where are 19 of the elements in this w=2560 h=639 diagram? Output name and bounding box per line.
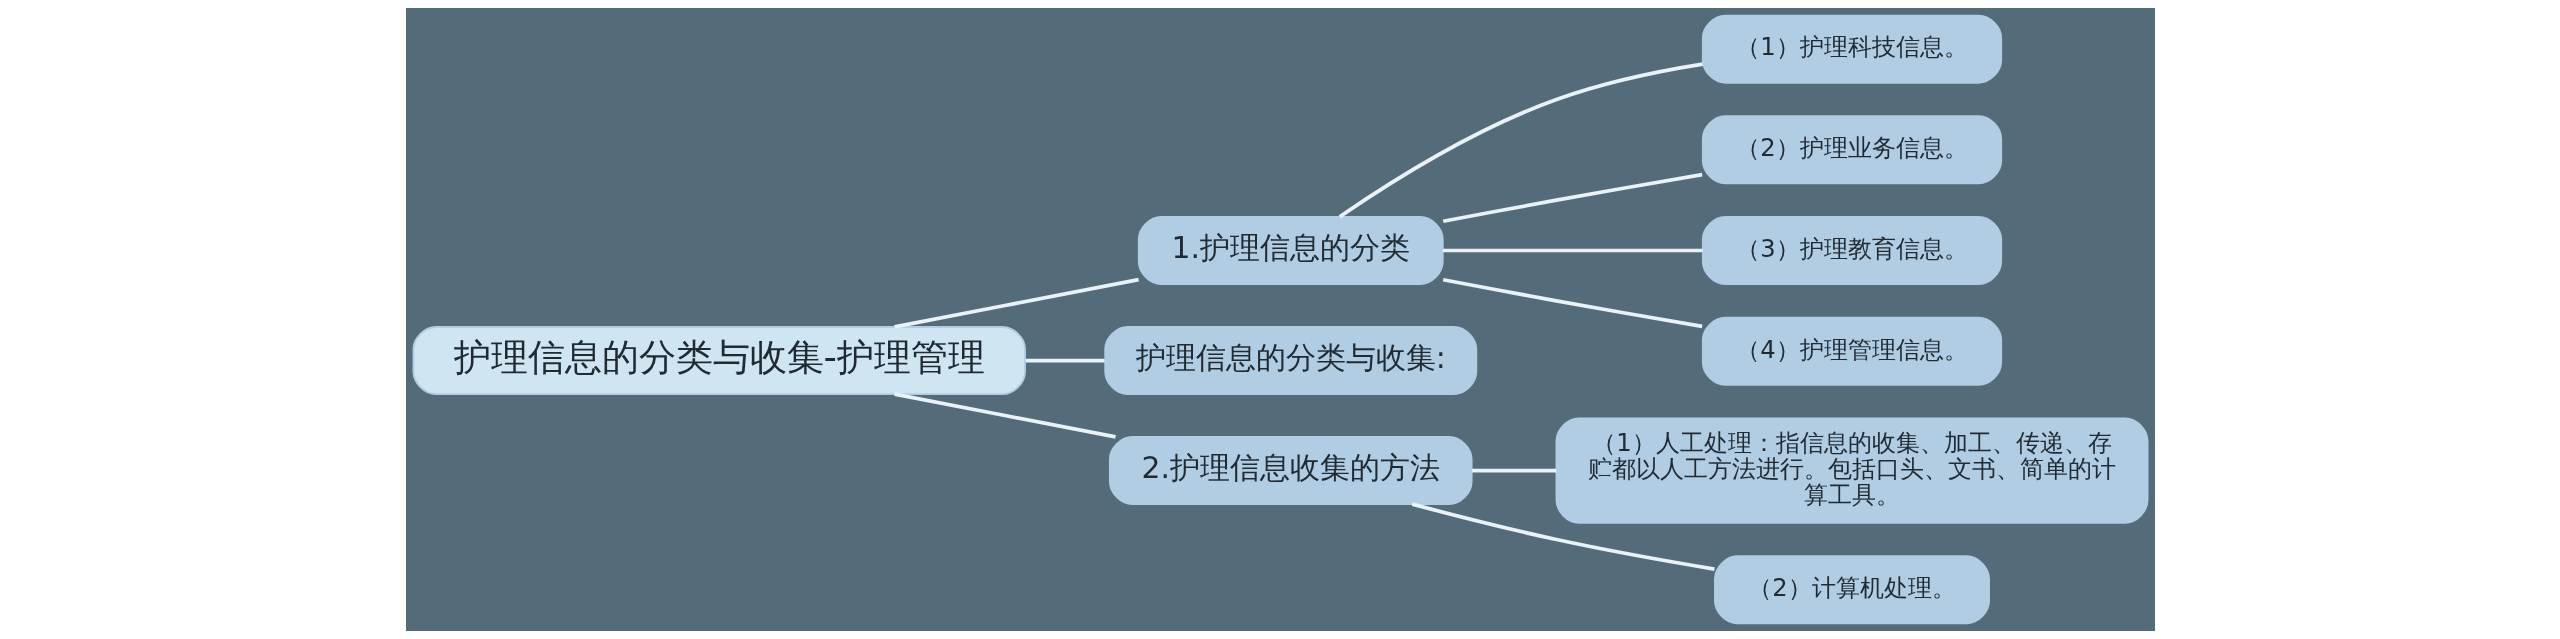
- connector: [893, 277, 1139, 329]
- connector: [1442, 172, 1702, 224]
- node-box: （3）护理教育信息。: [1701, 216, 2002, 285]
- node-box: 1.护理信息的分类: [1137, 216, 1444, 285]
- node-box: （2）计算机处理。: [1713, 555, 1990, 625]
- connector: [1442, 277, 1702, 329]
- connector: [1411, 502, 1715, 571]
- connector: [1338, 62, 1703, 219]
- node-box: （2）护理业务信息。: [1701, 115, 2002, 185]
- connector: [1471, 468, 1556, 473]
- node-box: （1）护理科技信息。: [1701, 14, 2002, 84]
- node-box: 2.护理信息收集的方法: [1108, 436, 1473, 506]
- connector: [1025, 358, 1105, 363]
- node-box: （4）护理管理信息。: [1701, 316, 2002, 386]
- node-box: 护理信息的分类与收集:: [1103, 326, 1477, 395]
- connector: [893, 392, 1116, 439]
- node-box: 护理信息的分类与收集-护理管理: [412, 326, 1026, 395]
- node-box: （1）人工处理：指信息的收集、加工、传递、存贮都以人工方法进行。包括口头、文书、简单的计算工具。: [1555, 417, 2148, 524]
- connector: [1442, 248, 1703, 253]
